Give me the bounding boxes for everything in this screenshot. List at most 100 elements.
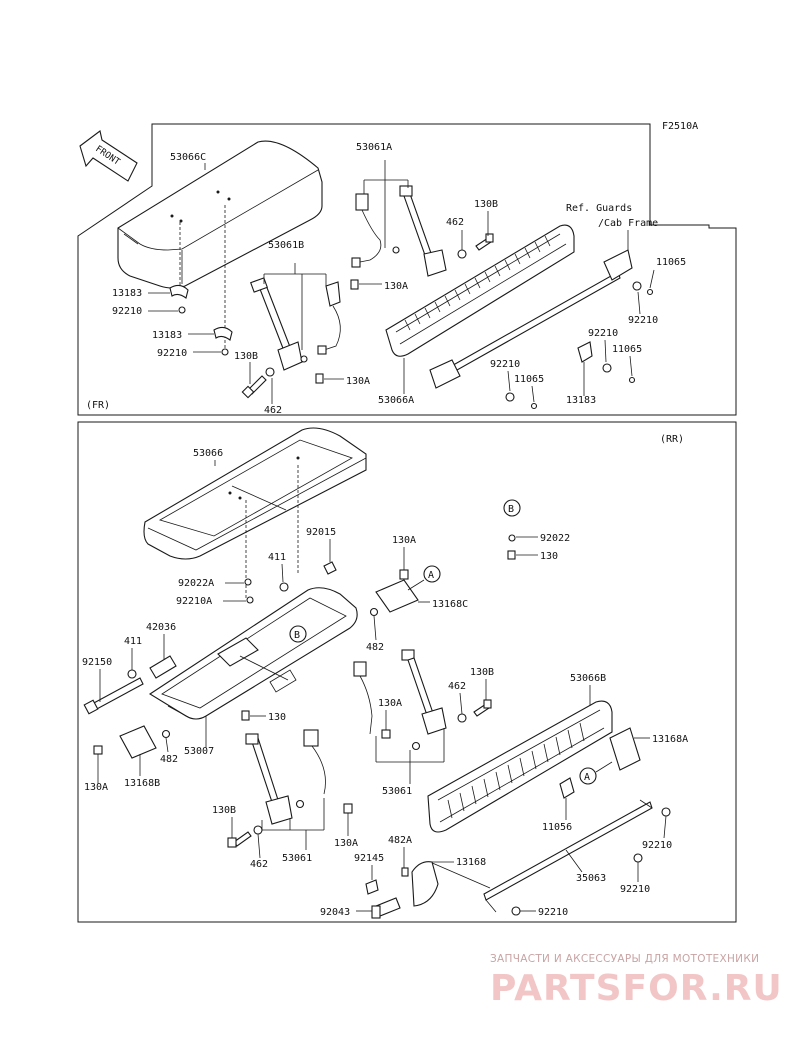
label-13183-2: 13183 <box>152 330 182 341</box>
nut-92210-1 <box>178 306 186 314</box>
collar-42036 <box>149 655 177 679</box>
label-92210-1: 92210 <box>112 306 142 317</box>
ref-note-line2: /Cab Frame <box>598 218 658 229</box>
nut-92210-rr3 <box>511 906 521 916</box>
label-35063: 35063 <box>576 873 606 884</box>
nut-92210-3 <box>632 281 642 291</box>
label-13183-3: 13183 <box>566 395 596 406</box>
seat-belt-53061-upper <box>353 649 447 751</box>
label-130B-rr2: 130B <box>212 805 236 816</box>
callout-B-1-text: B <box>294 630 300 641</box>
label-482-2: 482 <box>160 754 178 765</box>
washer-411-1 <box>279 582 289 592</box>
callout-B-2-text: B <box>508 504 514 515</box>
label-92210-5: 92210 <box>490 359 520 370</box>
label-13183-1: 13183 <box>112 288 142 299</box>
callout-A-1-text: A <box>428 570 434 581</box>
seat-cushion-front <box>117 140 323 289</box>
label-53061-1: 53061 <box>382 786 412 797</box>
label-42036: 42036 <box>146 622 176 633</box>
washer-462-rr2 <box>253 825 263 835</box>
label-130-rr1: 130 <box>268 712 286 723</box>
label-92210-4: 92210 <box>588 328 618 339</box>
bolt-130A-fr1 <box>350 279 359 290</box>
bolt-130B-rr2 <box>227 831 252 848</box>
label-411-1: 411 <box>268 552 286 563</box>
label-482A: 482A <box>388 835 412 846</box>
label-92210-2: 92210 <box>157 348 187 359</box>
bolt-92150 <box>83 677 144 715</box>
watermark-brand: PARTSFOR.RU <box>490 968 783 1009</box>
label-92043: 92043 <box>320 907 350 918</box>
bolt-130A-rr2 <box>93 745 103 755</box>
seat-belt-53061A <box>351 185 447 277</box>
label-130B-fr1: 130B <box>474 199 498 210</box>
label-482-1: 482 <box>366 642 384 653</box>
nut-92210-4 <box>602 363 612 373</box>
label-13168C: 13168C <box>432 599 468 610</box>
backrest-front <box>385 224 575 357</box>
label-53061A: 53061A <box>356 142 392 153</box>
label-13168: 13168 <box>456 857 486 868</box>
label-411-2: 411 <box>124 636 142 647</box>
washer-482-1 <box>369 607 379 617</box>
bracket-13168 <box>411 861 439 907</box>
nut-92210-2 <box>221 348 229 356</box>
nut-92015 <box>323 561 337 575</box>
label-53066B: 53066B <box>570 673 606 684</box>
diagram-code: F2510A <box>662 121 698 132</box>
label-92145: 92145 <box>354 853 384 864</box>
label-130A-rr4: 130A <box>334 838 358 849</box>
label-92210-3: 92210 <box>628 315 658 326</box>
rear-section-frame <box>77 421 737 923</box>
mount-guide-rear <box>245 465 299 600</box>
bolt-130-rr2 <box>507 550 516 560</box>
nut-92210-rr1 <box>661 807 671 817</box>
washer-11065-3 <box>530 402 538 410</box>
bracket-right-front <box>603 249 633 281</box>
label-92150: 92150 <box>82 657 112 668</box>
bracket-13168A <box>609 727 641 771</box>
label-92210A: 92210A <box>176 596 212 607</box>
label-53066C: 53066C <box>170 152 206 163</box>
mount-guide <box>179 205 226 350</box>
label-92210-rr2: 92210 <box>620 884 650 895</box>
nut-92210A <box>246 596 254 604</box>
watermark-subtitle: ЗАПЧАСТИ И АКСЕССУАРЫ ДЛЯ МОТОТЕХНИКИ <box>490 953 759 965</box>
bracket-left-front <box>429 359 461 389</box>
label-53061B: 53061B <box>268 240 304 251</box>
label-130-rr2: 130 <box>540 551 558 562</box>
label-53007: 53007 <box>184 746 214 757</box>
washer-92022 <box>508 534 516 542</box>
callout-B-2 <box>503 499 521 517</box>
label-130A-fr2: 130A <box>346 376 370 387</box>
bolt-130A-fr2 <box>315 373 324 384</box>
bracket-13168C <box>375 579 419 613</box>
seat-belt-53061-lower <box>245 729 326 825</box>
callout-A-2-text: A <box>584 772 590 783</box>
label-11065-3: 11065 <box>514 374 544 385</box>
bolt-130B-rr1 <box>473 699 492 717</box>
backrest-rear <box>427 700 613 833</box>
label-130A-rr3: 130A <box>378 698 402 709</box>
label-53066A: 53066A <box>378 395 414 406</box>
callout-A-2 <box>579 767 597 785</box>
label-11065-1: 11065 <box>656 257 686 268</box>
label-130A-fr1: 130A <box>384 281 408 292</box>
ref-note-line1: Ref. Guards <box>566 203 632 214</box>
label-462-rr1: 462 <box>448 681 466 692</box>
washer-462-rr1 <box>457 713 467 723</box>
knob-92043 <box>371 897 401 919</box>
clip-13183-3 <box>577 341 593 363</box>
label-53061-2: 53061 <box>282 853 312 864</box>
nut-92210-5 <box>505 392 515 402</box>
callout-B-1 <box>289 625 307 643</box>
bolt-130B-fr2 <box>241 375 267 399</box>
washer-462-fr2 <box>265 367 275 377</box>
label-462-rr2: 462 <box>250 859 268 870</box>
label-13168A: 13168A <box>652 734 688 745</box>
bolt-92145 <box>365 879 379 895</box>
seat-frame-53007 <box>148 587 358 720</box>
section-label-front: (FR) <box>86 400 110 411</box>
